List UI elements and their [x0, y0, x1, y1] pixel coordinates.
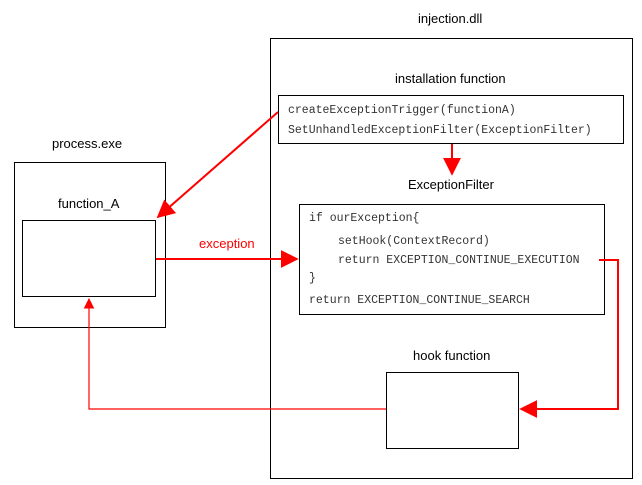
filter-line-4: }: [309, 272, 316, 285]
process-exe-box: [14, 162, 166, 328]
continue-execution-arrow: [519, 259, 619, 418]
installation-line-1: createExceptionTrigger(functionA): [288, 104, 516, 117]
filter-line-1: if ourException{: [309, 212, 420, 225]
filter-line-5: return EXCEPTION_CONTINUE_SEARCH: [309, 294, 530, 307]
installation-line-2: SetUnhandledExceptionFilter(ExceptionFil…: [288, 124, 592, 137]
function-a-label: function_A: [58, 196, 120, 211]
exception-filter-title: ExceptionFilter: [408, 177, 494, 192]
process-exe-title: process.exe: [52, 136, 123, 151]
installation-function-box: [278, 95, 624, 144]
exception-arrow-label: exception: [199, 236, 255, 251]
hook-return-arrow: [83, 297, 386, 410]
hook-function-title: hook function: [413, 348, 491, 363]
hook-function-box: [386, 372, 519, 449]
trigger-arrow: [156, 111, 279, 219]
filter-line-2: setHook(ContextRecord): [338, 235, 490, 248]
filter-line-3: return EXCEPTION_CONTINUE_EXECUTION: [338, 254, 580, 267]
function-a-box: [22, 220, 156, 297]
installation-function-title: installation function: [395, 71, 506, 86]
injection-dll-title: injection.dll: [418, 11, 483, 26]
